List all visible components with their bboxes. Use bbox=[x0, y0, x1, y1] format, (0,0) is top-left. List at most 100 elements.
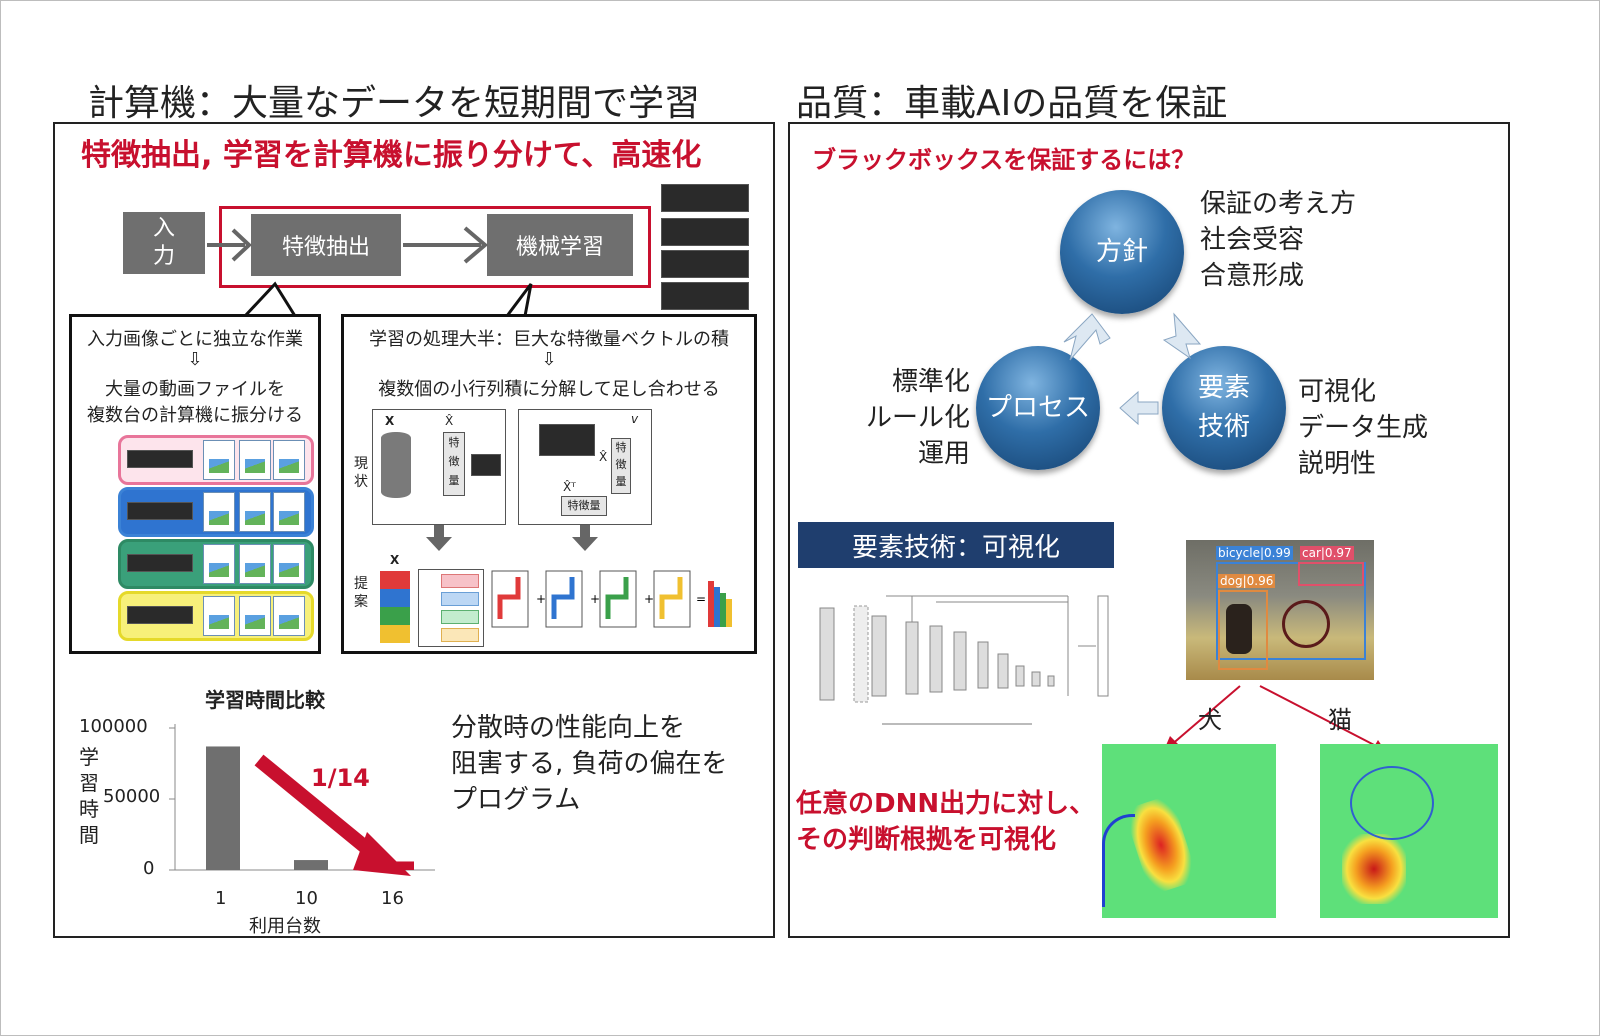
right-red-title: ブラックボックスを保証するには？ bbox=[812, 146, 1196, 174]
image-file-icon bbox=[273, 492, 305, 532]
feature-extraction-box: 特徴抽出 bbox=[251, 214, 401, 276]
input-char-1: 入 bbox=[152, 216, 175, 241]
policy-notes: 保証の考え方 社会受容 合意形成 bbox=[1200, 186, 1356, 294]
server-rack-3 bbox=[661, 250, 749, 278]
cycle-arrows bbox=[1063, 312, 1202, 361]
process-note-2: ルール化 bbox=[865, 403, 970, 433]
xhat-label: X̂ bbox=[445, 414, 454, 428]
server-icon bbox=[127, 450, 193, 468]
heatmap-edge bbox=[1350, 766, 1434, 840]
callout-parallel-video: 入力画像ごとに独立な作業 ⇩ 大量の動画ファイルを 複数台の計算機に振分ける bbox=[69, 314, 321, 654]
label-bicycle: bicycle|0.99 bbox=[1216, 546, 1293, 560]
tech-line2: 技術 bbox=[1197, 412, 1250, 442]
label-car: car|0.97 bbox=[1300, 546, 1354, 560]
callout-right-line1: 学習の処理大半：巨大な特徴量ベクトルの積 bbox=[369, 329, 729, 350]
side-note-line1: 分散時の性能向上を bbox=[451, 713, 686, 743]
image-file-icon bbox=[203, 492, 235, 532]
server-rack-1 bbox=[661, 184, 749, 212]
xhat-label: X̂ bbox=[599, 450, 608, 464]
tech-note-2: データ生成 bbox=[1298, 413, 1429, 443]
tech-notes: 可視化 データ生成 説明性 bbox=[1298, 374, 1428, 482]
circle-element-tech: 要素 技術 bbox=[1162, 346, 1286, 470]
bbox-car bbox=[1298, 562, 1364, 586]
heatmap-dog bbox=[1102, 744, 1276, 918]
color-split-cylinder bbox=[380, 571, 410, 643]
process-note-1: 標準化 bbox=[891, 367, 970, 397]
machine-learning-box: 機械学習 bbox=[487, 214, 633, 276]
image-file-icon bbox=[239, 492, 271, 532]
circle-process: プロセス bbox=[976, 346, 1100, 470]
tech-line1: 要素 bbox=[1197, 373, 1250, 403]
xhatT-label: X̂ᵀ bbox=[563, 480, 576, 494]
svg-text:=: = bbox=[696, 592, 706, 606]
callout-left-line3: 複数台の計算機に振分ける bbox=[87, 405, 303, 426]
x-tick-1: 1 bbox=[215, 888, 227, 909]
x-tick-10: 10 bbox=[295, 888, 318, 909]
process-note-3: 運用 bbox=[917, 439, 970, 469]
image-file-icon bbox=[273, 440, 305, 480]
heatmap-edge bbox=[1102, 814, 1135, 907]
left-heading: 計算機：大量なデータを短期間で学習 bbox=[88, 83, 701, 124]
server-icon bbox=[539, 424, 595, 456]
right-panel: ブラックボックスを保証するには？ 方針 プロセス 要素 技術 保証の考え方 社会… bbox=[788, 122, 1510, 938]
plus-sign: + bbox=[536, 592, 546, 606]
y-tick-100000: 100000 bbox=[79, 716, 148, 737]
reduction-arrow bbox=[254, 754, 411, 876]
attribution-arrows bbox=[1164, 685, 1385, 750]
x-label: X bbox=[385, 414, 395, 428]
server-rack-2 bbox=[661, 218, 749, 246]
cat-label: 猫 bbox=[1328, 706, 1352, 734]
partial-products: + + + = bbox=[491, 570, 732, 628]
policy-note-3: 合意形成 bbox=[1200, 261, 1305, 291]
bar-1 bbox=[206, 746, 240, 870]
feature-row: 特徴量 bbox=[561, 496, 607, 516]
down-arrow-icon: ⇩ bbox=[187, 349, 203, 370]
heatmap-hotspot bbox=[1342, 834, 1406, 904]
bicycle-wheel bbox=[1282, 600, 1330, 648]
right-heading: 品質：車載AIの品質を保証 bbox=[796, 83, 1228, 124]
dog-label: 犬 bbox=[1198, 706, 1222, 734]
bar-10 bbox=[294, 860, 328, 870]
server-icon bbox=[127, 606, 193, 624]
dog-figure bbox=[1226, 604, 1252, 654]
server-row-green bbox=[118, 539, 314, 589]
server-rack-4 bbox=[661, 282, 749, 310]
feature-vector: 特徴量 bbox=[611, 438, 631, 494]
heatmap-cat bbox=[1320, 744, 1498, 918]
bbox-dog bbox=[1218, 590, 1268, 670]
cycle-arrow-left bbox=[1119, 390, 1159, 426]
summary-line2: その判断根拠を可視化 bbox=[796, 825, 1057, 855]
current-gram-matrix: v X̂ 特徴量 X̂ᵀ 特徴量 bbox=[518, 409, 652, 525]
chart-title: 学習時間比較 bbox=[205, 688, 325, 712]
circle-policy: 方針 bbox=[1060, 190, 1184, 314]
y-axis-label: 学習時間 bbox=[79, 745, 99, 847]
image-file-icon bbox=[203, 544, 235, 584]
input-box: 入 力 bbox=[123, 212, 205, 274]
v-label: v bbox=[631, 412, 639, 426]
flow-arrows bbox=[207, 226, 489, 264]
y-tick-50000: 50000 bbox=[103, 786, 161, 807]
feature-vector: 特徴量 bbox=[443, 432, 465, 496]
process-notes: 標準化 ルール化 運用 bbox=[862, 364, 970, 472]
image-file-icon bbox=[273, 544, 305, 584]
x-label: X bbox=[390, 553, 400, 567]
label-dog: dog|0.96 bbox=[1218, 574, 1276, 588]
tech-note-1: 可視化 bbox=[1298, 377, 1377, 407]
server-row-yellow bbox=[118, 591, 314, 641]
image-file-icon bbox=[203, 440, 235, 480]
down-arrow-icon: ⇩ bbox=[541, 349, 557, 370]
image-file-icon bbox=[273, 596, 305, 636]
tech-note-3: 説明性 bbox=[1298, 449, 1377, 479]
server-row-pink bbox=[118, 435, 314, 485]
summary-line1: 任意のDNN出力に対し、 bbox=[796, 789, 1096, 819]
input-char-2: 力 bbox=[152, 244, 175, 269]
side-note-line2: 阻害する, 負荷の偏在を bbox=[451, 749, 728, 779]
image-file-icon bbox=[239, 544, 271, 584]
svg-text:+: + bbox=[644, 592, 654, 606]
callout-matrix-decomposition: 学習の処理大半：巨大な特徴量ベクトルの積 ⇩ 複数個の小行列積に分解して足し合わ… bbox=[341, 314, 757, 654]
callout-right-line2: 複数個の小行列積に分解して足し合わせる bbox=[378, 379, 720, 400]
matrix-x-cylinder bbox=[381, 432, 411, 498]
chart-side-note: 分散時の性能向上を 阻害する, 負荷の偏在を プログラム bbox=[451, 710, 728, 818]
svg-text:+: + bbox=[590, 592, 600, 606]
policy-note-2: 社会受容 bbox=[1200, 225, 1305, 255]
